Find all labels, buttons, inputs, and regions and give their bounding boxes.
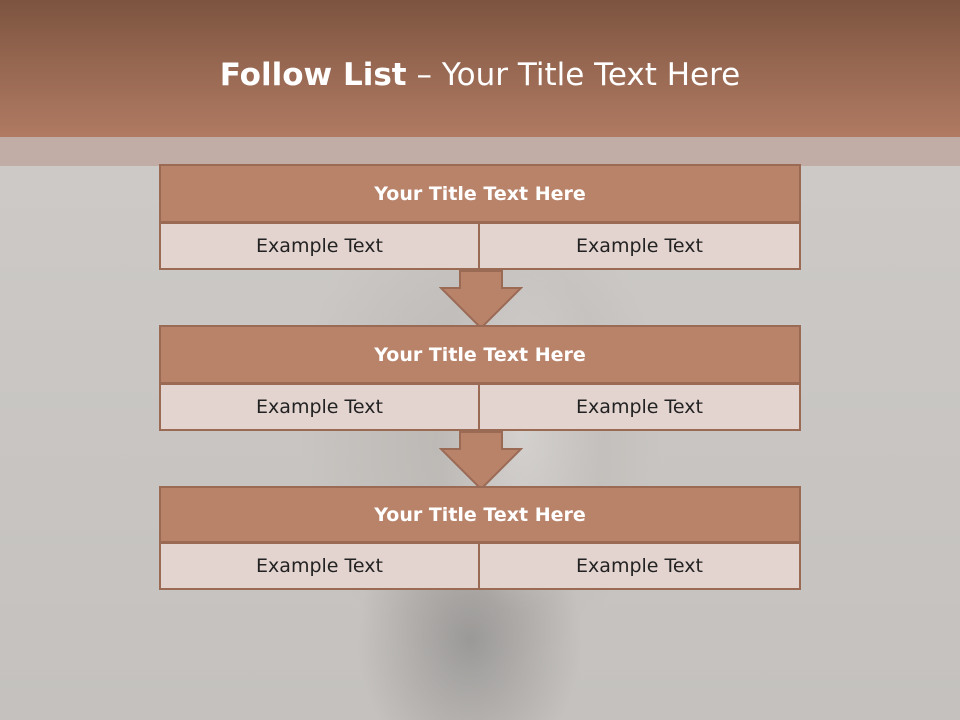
step-cell-right: Example Text (478, 542, 801, 590)
step-block-2: Your Title Text Here Example Text Exampl… (159, 325, 801, 431)
step-cell-right: Example Text (478, 383, 801, 431)
header-strip (0, 137, 960, 166)
slide-title-rest: – Your Title Text Here (406, 57, 741, 93)
slide-title: Follow List – Your Title Text Here (0, 52, 960, 98)
step-row: Example Text Example Text (159, 383, 801, 431)
step-block-3: Your Title Text Here Example Text Exampl… (159, 486, 801, 590)
step-title: Your Title Text Here (159, 164, 801, 223)
step-cell-left: Example Text (159, 383, 480, 431)
header-band (0, 0, 960, 137)
step-cell-left: Example Text (159, 222, 480, 270)
step-block-1: Your Title Text Here Example Text Exampl… (159, 164, 801, 270)
step-cell-right: Example Text (478, 222, 801, 270)
step-row: Example Text Example Text (159, 222, 801, 270)
step-cell-left: Example Text (159, 542, 480, 590)
down-arrow-icon (439, 270, 523, 330)
step-title: Your Title Text Here (159, 325, 801, 384)
down-arrow-icon (439, 431, 523, 491)
step-row: Example Text Example Text (159, 542, 801, 590)
step-title: Your Title Text Here (159, 486, 801, 543)
slide-title-bold: Follow List (219, 57, 407, 93)
